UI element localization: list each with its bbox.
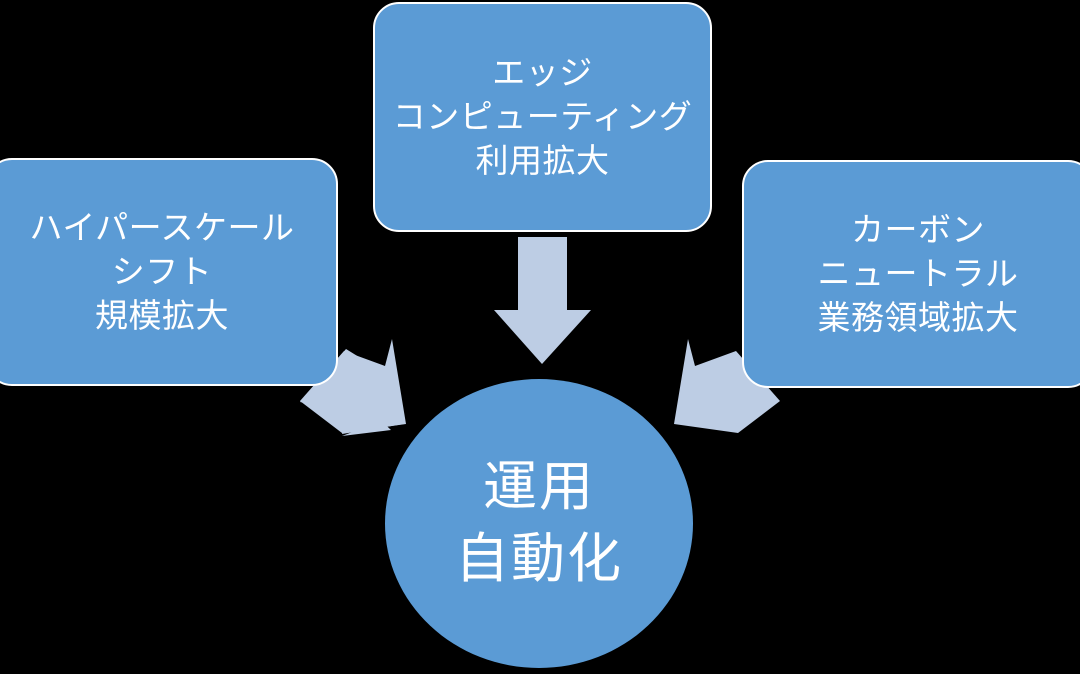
node-carbon-neutral[interactable]: カーボン ニュートラル 業務領域拡大 [742, 160, 1080, 388]
node-edge-computing-label: エッジ コンピューティング 利用拡大 [392, 54, 693, 179]
arrow-top-to-core [494, 237, 591, 364]
node-edge-computing[interactable]: エッジ コンピューティング 利用拡大 [373, 2, 712, 232]
node-operations-automation-label: 運用 自動化 [455, 457, 623, 589]
node-operations-automation[interactable]: 運用 自動化 [385, 379, 693, 668]
arrow-right-to-core-shape [674, 339, 780, 433]
node-hyperscale[interactable]: ハイパースケール シフト 規模拡大 [0, 158, 338, 386]
arrow-left-to-core-shape [300, 339, 406, 433]
node-hyperscale-label: ハイパースケール シフト 規模拡大 [29, 209, 295, 334]
node-carbon-neutral-label: カーボン ニュートラル 業務領域拡大 [817, 211, 1019, 336]
